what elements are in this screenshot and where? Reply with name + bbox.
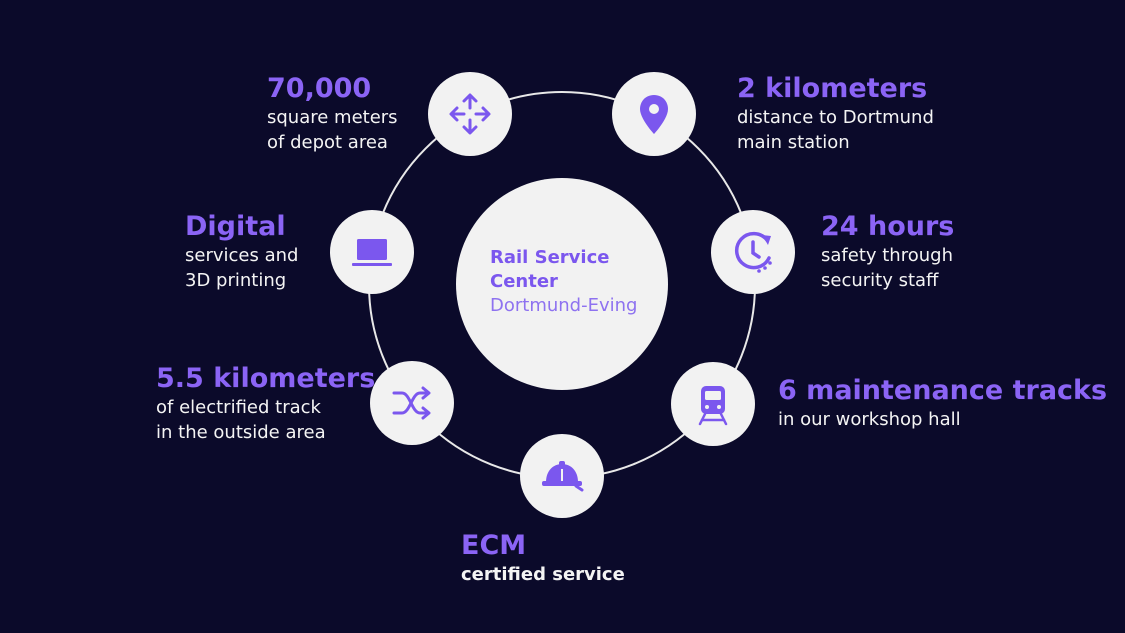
label-digital: Digital services and 3D printing — [185, 211, 298, 293]
area-headline: 70,000 — [267, 73, 372, 104]
label-hours: 24 hours safety through security staff — [821, 211, 954, 293]
hours-headline: 24 hours — [821, 211, 955, 242]
node-hours — [711, 210, 795, 294]
hours-line2: security staff — [821, 270, 939, 291]
track-length-line2: in the outside area — [156, 422, 326, 443]
tracks-headline: 6 maintenance tracks — [778, 375, 1108, 406]
laptop-icon — [352, 239, 392, 266]
clock-refresh-icon — [735, 231, 772, 273]
distance-line2: main station — [737, 132, 850, 153]
label-area: 70,000 square meters of depot area — [267, 73, 398, 155]
label-track-length: 5.5 kilometers of electrified track in t… — [156, 363, 375, 445]
center-title-line2: Center — [490, 271, 558, 292]
move-arrows-icon — [449, 93, 491, 135]
hours-line1: safety through — [821, 245, 953, 266]
node-tracks — [671, 362, 755, 446]
label-tracks: 6 maintenance tracks in our workshop hal… — [778, 375, 1107, 432]
center-title-line1: Rail Service — [490, 247, 610, 268]
digital-line2: 3D printing — [185, 270, 287, 291]
center-label: Rail Service Center Dortmund-Eving — [490, 246, 660, 318]
tracks-line1: in our workshop hall — [778, 409, 961, 430]
train-icon — [698, 386, 728, 426]
ecm-line1: certified service — [461, 564, 625, 585]
track-length-headline: 5.5 kilometers — [156, 363, 376, 394]
area-line2: of depot area — [267, 132, 388, 153]
label-distance: 2 kilometers distance to Dortmund main s… — [737, 73, 934, 155]
track-length-line1: of electrified track — [156, 397, 321, 418]
digital-headline: Digital — [185, 211, 286, 242]
node-ecm — [520, 434, 604, 518]
center-disc — [456, 178, 668, 390]
node-distance — [612, 72, 696, 156]
distance-headline: 2 kilometers — [737, 73, 928, 104]
ecm-headline: ECM — [461, 530, 527, 561]
distance-line1: distance to Dortmund — [737, 107, 934, 128]
shuffle-icon — [392, 386, 431, 420]
node-track-length — [370, 361, 454, 445]
area-line1: square meters — [267, 107, 398, 128]
center-subtitle: Dortmund-Eving — [490, 295, 638, 316]
node-area — [428, 72, 512, 156]
label-ecm: ECM certified service — [461, 530, 625, 587]
hard-hat-icon — [542, 461, 584, 492]
node-digital — [330, 210, 414, 294]
digital-line1: services and — [185, 245, 299, 266]
location-pin-icon — [640, 95, 668, 134]
